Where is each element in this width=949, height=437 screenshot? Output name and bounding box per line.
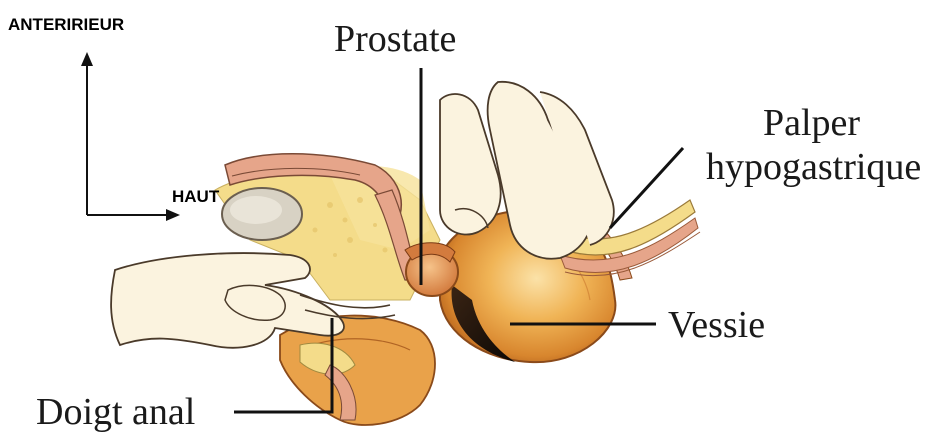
vessie-label: Vessie: [668, 306, 765, 344]
orientation-arrows: [87, 62, 170, 215]
anterior-label: ANTERIRIEUR: [8, 16, 124, 33]
palper-label-line2: hypogastrique: [706, 148, 921, 186]
arrow-right-head: [166, 209, 180, 221]
prostate-label: Prostate: [334, 20, 456, 58]
haut-label: HAUT: [172, 188, 219, 205]
arrow-up-head: [81, 52, 93, 66]
doigt-anal-label: Doigt anal: [36, 393, 195, 431]
palper-label-line1: Palper: [763, 104, 860, 142]
